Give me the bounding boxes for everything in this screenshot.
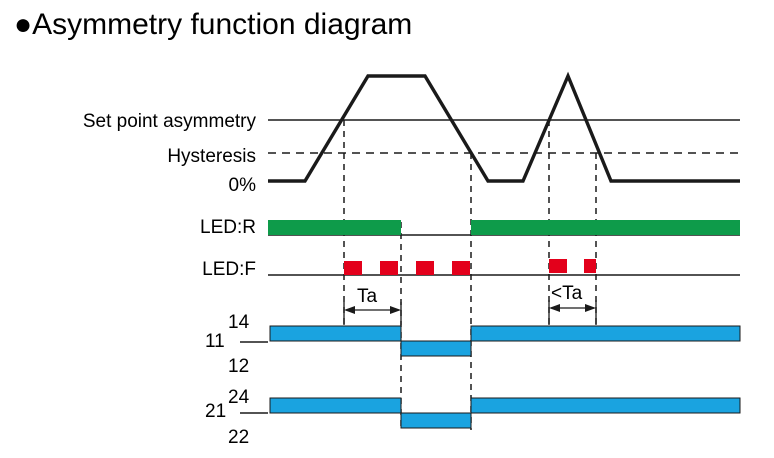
led-r-on-segment-1 [268,220,401,235]
relay1-no-terminal: 14 [228,312,250,333]
relay1-common-terminal: 11 [205,331,225,352]
lt-ta-label: <Ta [551,283,583,304]
relay2-no-terminal: 24 [228,387,250,408]
led-f-pulse [452,261,470,275]
ta-arrow-right [390,306,401,314]
lt-ta-arrow-left [549,304,560,312]
relay2-common-terminal: 21 [205,401,226,422]
relay2-nc-segment [400,412,472,429]
relay1-nc-segment [400,340,472,357]
lt-ta-arrow-right [585,304,596,312]
relay1-no-segment-2 [470,325,741,342]
relay2-nc-terminal: 22 [228,427,249,448]
led-f-pulse [549,259,567,273]
led-f-pulse [380,261,398,275]
led-r-label: LED:R [200,217,256,238]
led-f-flash-pulses [344,259,596,275]
asymmetry-signal-waveform [268,71,740,183]
diagram-title: ●Asymmetry function diagram [14,8,412,41]
zero-percent-label: 0% [229,175,257,196]
set-point-label: Set point asymmetry [83,111,257,132]
led-f-pulse [584,259,596,273]
led-f-pulse [344,261,362,275]
relay1-no-segment-1 [269,325,402,342]
ta-arrow-left [344,306,355,314]
led-f-pulse [416,261,434,275]
led-f-label: LED:F [202,259,256,280]
relay2-no-segment-1 [269,397,402,414]
relay1-nc-terminal: 12 [228,356,249,377]
relay2-no-segment-2 [470,397,741,414]
ta-label: Ta [357,286,378,307]
hysteresis-label: Hysteresis [167,146,256,167]
led-r-on-segment-2 [471,220,740,235]
